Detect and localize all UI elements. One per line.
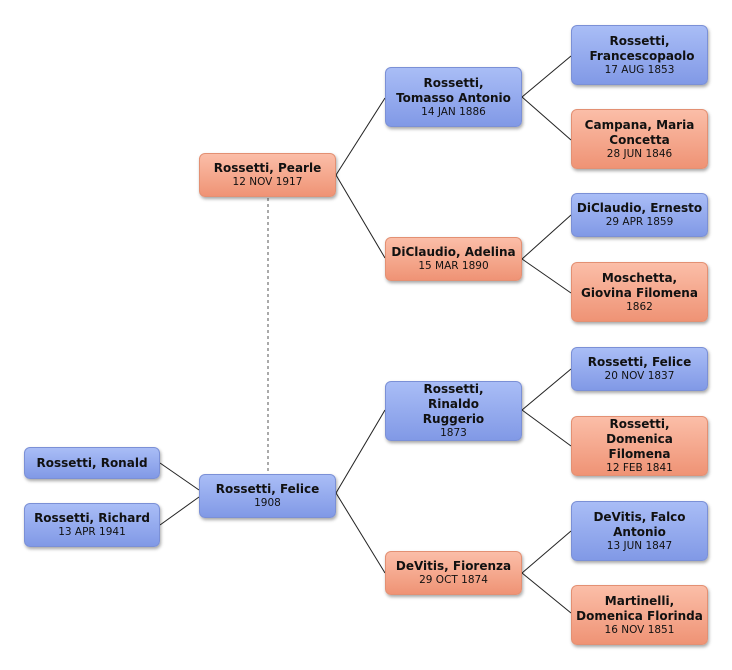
- connector-line: [335, 492, 386, 574]
- connector-line: [521, 214, 572, 260]
- person-date: 12 NOV 1917: [232, 176, 303, 188]
- person-date: 17 AUG 1853: [604, 63, 675, 76]
- person-date: 28 JUN 1846: [606, 147, 673, 160]
- person-name: DeVitis, Falco Antonio: [593, 509, 686, 539]
- person-card-maria[interactable]: Campana, Maria Concetta 28 JUN 1846: [571, 109, 708, 169]
- person-card-tomasso[interactable]: Rossetti, Tomasso Antonio 14 JAN 1886: [385, 67, 522, 127]
- person-name: DeVitis, Fiorenza: [395, 559, 512, 573]
- person-name: Rossetti, Pearle: [213, 161, 322, 175]
- connector-line: [521, 96, 572, 141]
- person-name: Moschetta, Giovina Filomena: [581, 270, 698, 300]
- connector-line: [521, 55, 572, 98]
- connector-line: [521, 572, 572, 614]
- person-card-fiorenza[interactable]: DeVitis, Fiorenza 29 OCT 1874: [385, 551, 522, 595]
- person-card-felice-sr[interactable]: Rossetti, Felice 20 NOV 1837: [571, 347, 708, 391]
- connector-line: [521, 258, 572, 294]
- person-date: 1908: [254, 497, 281, 509]
- person-card-adelina[interactable]: DiClaudio, Adelina 15 MAR 1890: [385, 237, 522, 281]
- connector-line: [521, 368, 572, 411]
- person-date: 1873: [440, 427, 467, 439]
- person-card-ronald[interactable]: Rossetti, Ronald: [24, 447, 160, 479]
- person-card-rinaldo[interactable]: Rossetti, Rinaldo Ruggerio 1873: [385, 381, 522, 441]
- person-date: 16 NOV 1851: [604, 623, 675, 636]
- person-name: DiClaudio, Adelina: [391, 245, 516, 259]
- person-date: 20 NOV 1837: [604, 370, 675, 382]
- person-name: Rossetti, Felice: [215, 482, 320, 496]
- connector-line: [335, 174, 386, 259]
- person-date: 29 APR 1859: [605, 216, 674, 228]
- person-date: 13 APR 1941: [58, 526, 126, 538]
- person-date: 1862: [626, 300, 653, 313]
- person-card-francescopaolo[interactable]: Rossetti, Francescopaolo 17 AUG 1853: [571, 25, 708, 85]
- person-date: 13 JUN 1847: [606, 539, 673, 552]
- person-name: Rossetti, Domenica Filomena: [606, 417, 673, 461]
- connector-line: [159, 462, 200, 491]
- person-date: 14 JAN 1886: [421, 105, 486, 118]
- connector-line: [335, 97, 386, 176]
- person-name: Rossetti, Felice: [587, 355, 692, 369]
- person-name: DiClaudio, Ernesto: [576, 201, 703, 215]
- connector-line: [335, 409, 386, 494]
- person-card-ernesto[interactable]: DiClaudio, Ernesto 29 APR 1859: [571, 193, 708, 237]
- person-date: 12 FEB 1841: [606, 462, 673, 474]
- person-name: Campana, Maria Concetta: [584, 117, 695, 147]
- person-date: 15 MAR 1890: [418, 260, 489, 272]
- person-name: Martinelli, Domenica Florinda: [576, 593, 703, 623]
- person-name: Rossetti, Tomasso Antonio: [396, 75, 511, 105]
- person-name: Rossetti, Francescopaolo: [589, 33, 695, 63]
- person-card-domenica[interactable]: Rossetti, Domenica Filomena 12 FEB 1841: [571, 416, 708, 476]
- connector-line: [521, 409, 572, 447]
- person-date: 29 OCT 1874: [419, 574, 488, 586]
- person-card-richard[interactable]: Rossetti, Richard 13 APR 1941: [24, 503, 160, 547]
- person-card-pearle[interactable]: Rossetti, Pearle 12 NOV 1917: [199, 153, 336, 197]
- person-name: Rossetti, Ronald: [36, 455, 148, 470]
- person-card-felice[interactable]: Rossetti, Felice 1908: [199, 474, 336, 518]
- connector-line: [159, 496, 200, 526]
- person-name: Rossetti, Rinaldo Ruggerio: [422, 382, 485, 426]
- person-card-giovina[interactable]: Moschetta, Giovina Filomena 1862: [571, 262, 708, 322]
- person-card-falco[interactable]: DeVitis, Falco Antonio 13 JUN 1847: [571, 501, 708, 561]
- person-card-domenica-florinda[interactable]: Martinelli, Domenica Florinda 16 NOV 185…: [571, 585, 708, 645]
- connector-line: [521, 530, 572, 574]
- person-name: Rossetti, Richard: [34, 511, 150, 525]
